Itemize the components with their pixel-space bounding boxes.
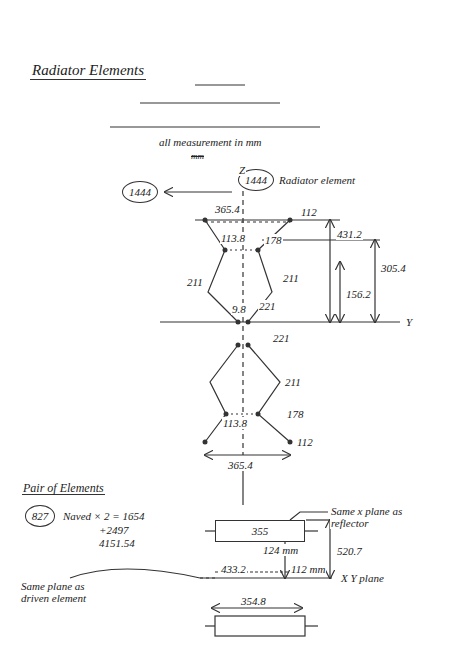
dimension-label: 124 mm bbox=[262, 544, 299, 556]
dimension-label: 113.8 bbox=[222, 417, 248, 429]
sheet-title: Radiator Elements bbox=[30, 62, 146, 80]
dimension-label: 9.8 bbox=[231, 303, 247, 315]
dimension-label: 305.4 bbox=[380, 262, 407, 274]
dimension-label: 221 bbox=[272, 332, 291, 344]
dimension-label: Z bbox=[238, 164, 246, 176]
dimension-label: 211 bbox=[284, 376, 302, 388]
dimension-label: 178 bbox=[264, 234, 283, 246]
dimension-label: 221 bbox=[258, 300, 277, 312]
dimension-label: 520.7 bbox=[336, 545, 363, 557]
dimension-label: 433.2 bbox=[220, 563, 247, 575]
node-text: 1444 bbox=[245, 174, 267, 186]
dimension-label: 211 bbox=[186, 276, 204, 288]
dimension-label: Pair of Elements bbox=[22, 482, 105, 495]
dimension-label: +2497 bbox=[98, 524, 129, 536]
dimension-label: Same x plane as reflector bbox=[330, 505, 442, 529]
dimension-label: Naved × 2 = 1654 bbox=[62, 510, 145, 522]
dimension-label: all measurement in mm bbox=[158, 136, 263, 148]
element-box: 355 bbox=[215, 520, 305, 542]
dimension-label: 211 bbox=[282, 272, 300, 284]
dimension-label: 178 bbox=[286, 408, 305, 420]
dimension-label: 112 mm bbox=[290, 563, 326, 575]
node-text: 1444 bbox=[129, 186, 151, 198]
circled-number: 827 bbox=[25, 505, 56, 527]
dimension-label: 112 bbox=[296, 436, 314, 448]
dimension-label: 4151.54 bbox=[98, 537, 136, 549]
node-text: 827 bbox=[32, 510, 49, 522]
dimension-label: 156.2 bbox=[345, 288, 372, 300]
dimension-label: 354.8 bbox=[240, 595, 267, 607]
dimension-label: X Y plane bbox=[340, 572, 385, 584]
dimension-label: Same plane as driven element bbox=[20, 580, 104, 604]
node-text: 355 bbox=[252, 525, 269, 537]
circled-number: 1444 bbox=[122, 181, 158, 203]
dimension-label: Y bbox=[405, 316, 413, 328]
dimension-label: 113.8 bbox=[220, 232, 246, 244]
dimension-label: 365.4 bbox=[227, 459, 254, 471]
dimension-label: 112 bbox=[300, 206, 318, 218]
dimension-label: 431.2 bbox=[336, 228, 363, 240]
dimension-label: mm bbox=[190, 150, 205, 162]
dimension-label: 365.4 bbox=[214, 203, 241, 215]
dimension-label: Radiator element bbox=[278, 174, 356, 186]
